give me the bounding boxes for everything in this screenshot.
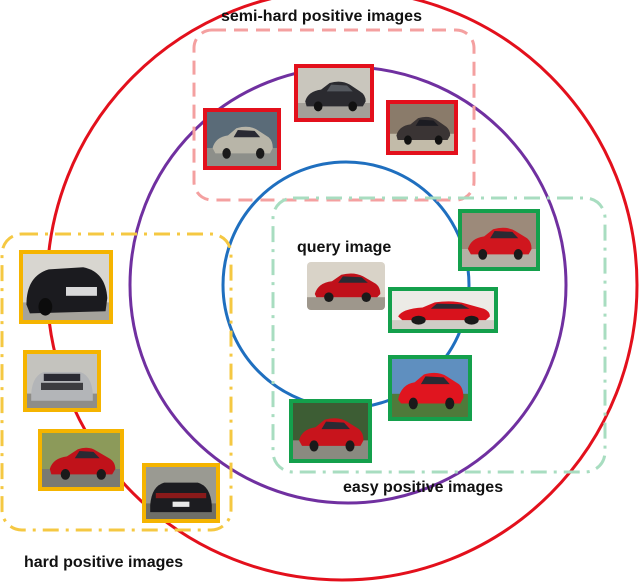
semi-hard-image-1[interactable] bbox=[203, 108, 281, 170]
easy-image-1[interactable] bbox=[458, 209, 540, 271]
semi-hard-label: semi-hard positive images bbox=[221, 8, 422, 25]
easy-image-3[interactable] bbox=[388, 355, 472, 421]
easy-label: easy positive images bbox=[343, 479, 504, 496]
easy-image-4[interactable] bbox=[289, 399, 372, 463]
semi-hard-image-2[interactable] bbox=[294, 64, 374, 122]
semi-hard-image-3[interactable] bbox=[386, 100, 458, 155]
query-image[interactable] bbox=[307, 262, 385, 310]
hard-image-4[interactable] bbox=[142, 463, 220, 523]
hard-image-2[interactable] bbox=[23, 350, 101, 412]
hard-image-3[interactable] bbox=[38, 429, 124, 491]
query-label: query image bbox=[297, 239, 392, 256]
hard-image-1[interactable] bbox=[19, 250, 113, 324]
hard-label: hard positive images bbox=[24, 554, 184, 571]
semi-hard-group-box bbox=[192, 28, 476, 202]
easy-image-2[interactable] bbox=[388, 287, 498, 333]
easy-group-box bbox=[271, 196, 607, 474]
hard-group-box bbox=[0, 232, 233, 532]
